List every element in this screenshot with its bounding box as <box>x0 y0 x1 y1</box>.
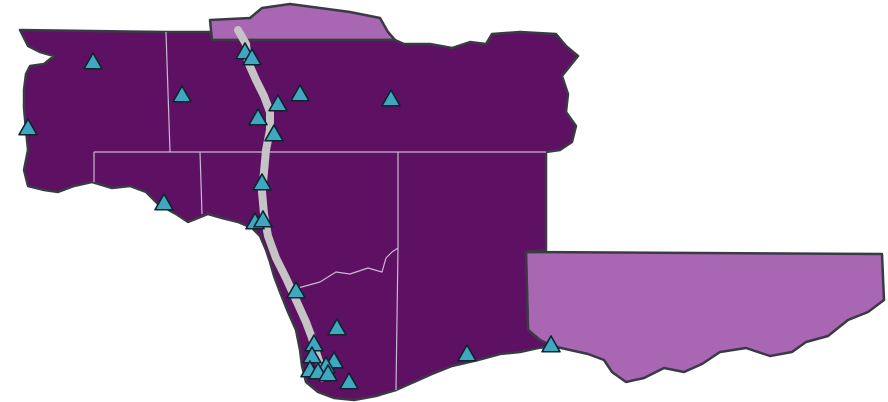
county-boundary <box>199 151 203 215</box>
triangle-marker-icon[interactable] <box>253 210 273 228</box>
triangle-marker-icon[interactable] <box>381 89 401 107</box>
triangle-marker-icon[interactable] <box>18 118 38 136</box>
triangle-marker-icon[interactable] <box>242 48 262 66</box>
triangle-marker-icon[interactable] <box>290 84 310 102</box>
triangle-marker-icon[interactable] <box>457 344 477 362</box>
triangle-marker-icon[interactable] <box>327 318 347 336</box>
triangle-marker-icon[interactable] <box>286 281 306 299</box>
triangle-marker-icon[interactable] <box>264 124 284 142</box>
triangle-marker-icon[interactable] <box>154 193 174 211</box>
triangle-marker-icon[interactable] <box>83 52 103 70</box>
triangle-marker-icon[interactable] <box>339 372 359 390</box>
county-boundary <box>165 31 171 153</box>
main-dark-region[interactable] <box>18 28 580 402</box>
triangle-marker-icon[interactable] <box>541 335 561 353</box>
triangle-marker-icon[interactable] <box>268 94 288 112</box>
river-line <box>234 26 326 382</box>
county-boundary <box>297 247 399 289</box>
triangle-marker-icon[interactable] <box>318 364 338 382</box>
triangle-marker-icon[interactable] <box>302 346 322 364</box>
triangle-marker-icon[interactable] <box>172 85 192 103</box>
eastern-light-region[interactable] <box>524 250 886 384</box>
triangle-marker-icon[interactable] <box>248 108 268 126</box>
triangle-marker-icon[interactable] <box>252 173 272 191</box>
markers-layer <box>18 42 561 390</box>
